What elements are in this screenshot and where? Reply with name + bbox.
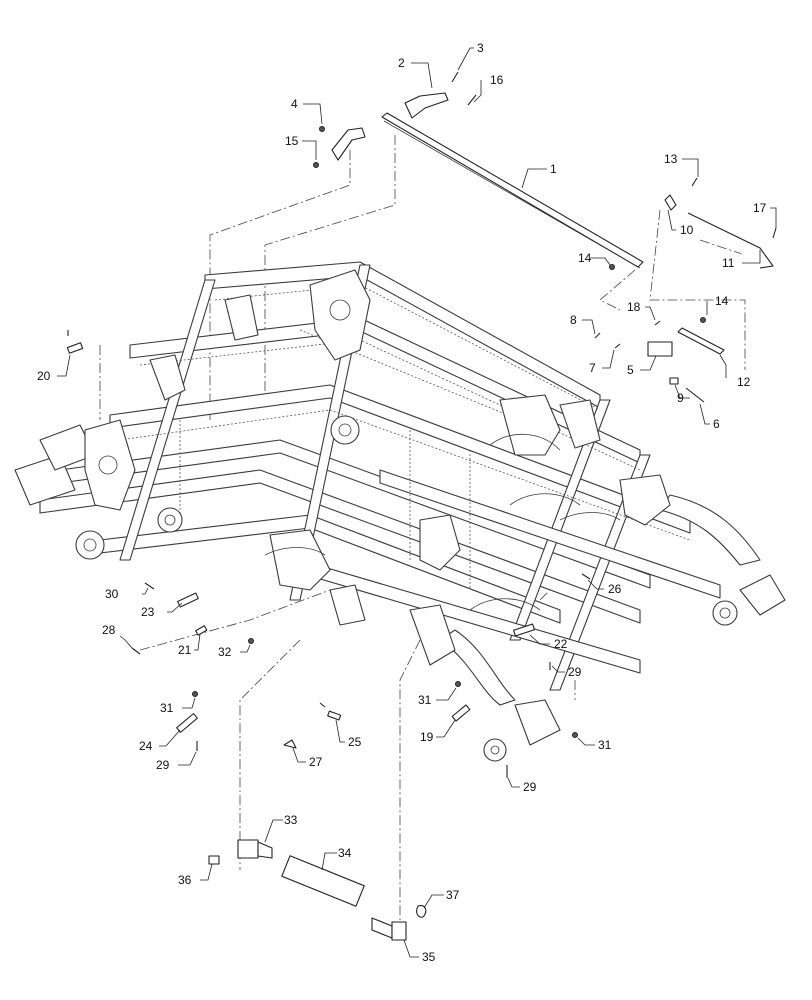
callout-2: 2: [398, 56, 405, 70]
callout-15: 15: [285, 134, 299, 148]
callout-4: 4: [291, 97, 298, 111]
callout-12: 12: [737, 375, 751, 389]
callout-26: 26: [608, 582, 622, 596]
callout-35: 35: [422, 950, 436, 964]
callout-14-b: 14: [715, 294, 729, 308]
callout-25: 25: [348, 735, 362, 749]
callout-29-a: 29: [568, 665, 582, 679]
wheel-hubs: [75, 415, 786, 762]
callout-30: 30: [105, 587, 119, 601]
callout-23: 23: [141, 605, 155, 619]
callout-7: 7: [589, 361, 596, 375]
callout-21: 21: [178, 643, 192, 657]
callout-6: 6: [713, 417, 720, 431]
callout-33: 33: [284, 813, 298, 827]
callout-17: 17: [753, 201, 767, 215]
callout-36: 36: [178, 873, 192, 887]
callout-1: 1: [550, 162, 557, 176]
callout-29-b: 29: [156, 758, 170, 772]
callout-22: 22: [554, 637, 568, 651]
callout-34: 34: [338, 846, 352, 860]
callout-37: 37: [446, 888, 460, 902]
callout-24: 24: [139, 739, 153, 753]
callout-31-c: 31: [598, 738, 612, 752]
callout-32: 32: [218, 645, 232, 659]
callout-5: 5: [627, 363, 634, 377]
callout-28: 28: [102, 623, 116, 637]
callout-11: 11: [722, 256, 735, 270]
callout-27: 27: [309, 755, 323, 769]
callout-13: 13: [664, 152, 678, 166]
callout-20: 20: [37, 369, 51, 383]
callout-labels: 1 2 3 4 5 6 7 8 9 10 11 12 13 14 14 15 1…: [37, 41, 767, 964]
callout-9: 9: [677, 391, 684, 405]
frame-brackets: [84, 269, 671, 666]
callout-3: 3: [477, 41, 484, 55]
callout-14-a: 14: [578, 251, 592, 265]
leader-lines: [57, 47, 777, 958]
callout-19: 19: [420, 730, 434, 744]
callout-31-a: 31: [160, 701, 174, 715]
callout-29-c: 29: [523, 780, 537, 794]
callout-10: 10: [680, 223, 694, 237]
callout-31-b: 31: [418, 693, 432, 707]
parts: [66, 71, 777, 941]
phantom-lines: [99, 135, 746, 930]
callout-8: 8: [570, 313, 577, 327]
callout-16: 16: [490, 73, 504, 87]
callout-18: 18: [627, 300, 641, 314]
